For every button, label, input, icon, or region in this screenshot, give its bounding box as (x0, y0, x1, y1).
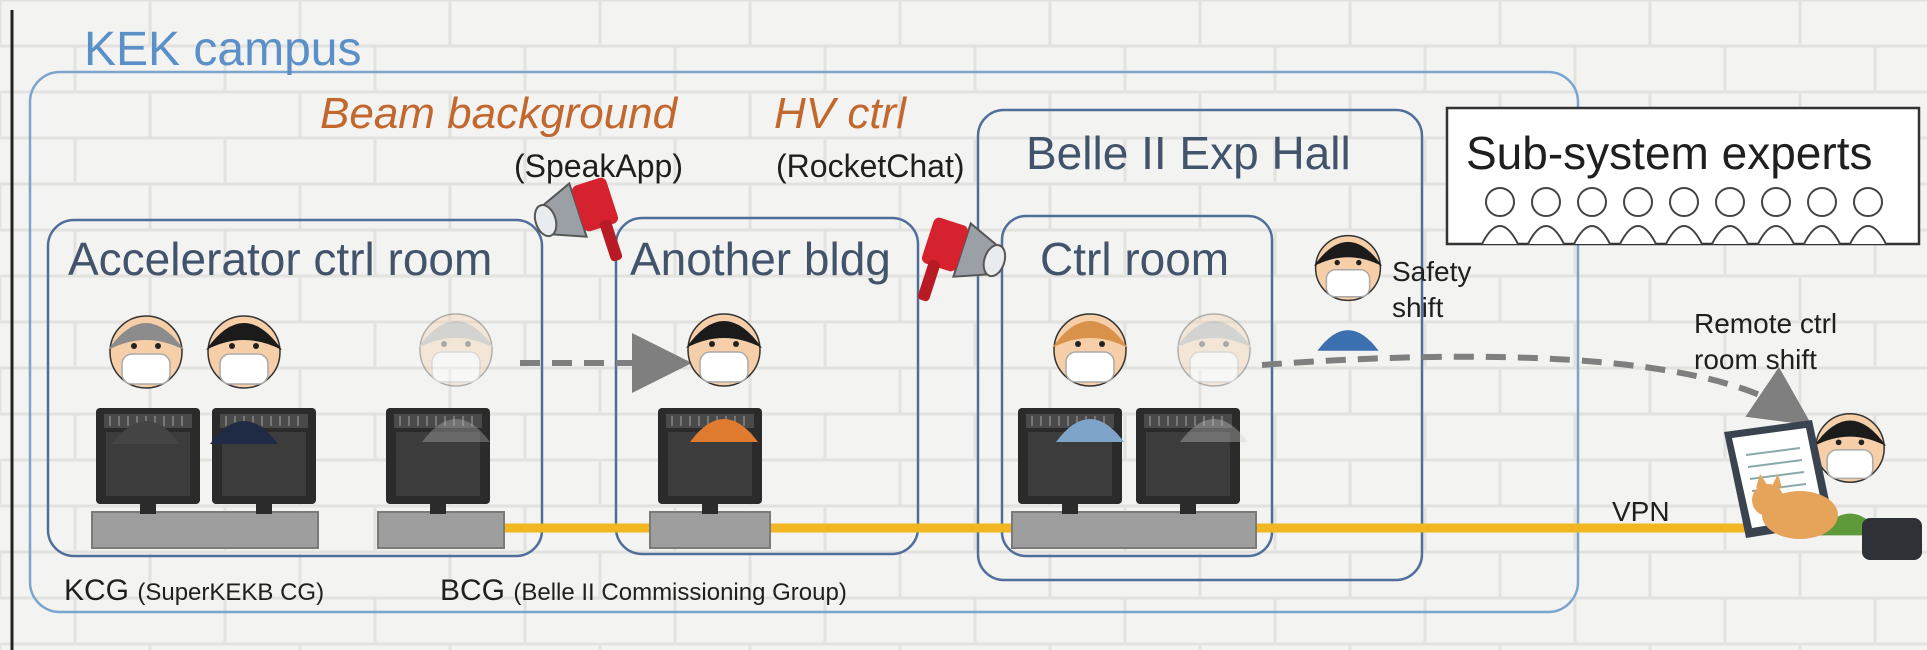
speaker-megaphone-icon (533, 177, 623, 262)
speakapp-label: (SpeakApp) (514, 148, 683, 184)
monitor-icon (212, 408, 316, 514)
expert-person-body (1481, 225, 1519, 245)
monitor-icon (386, 408, 490, 514)
expert-person-body (1573, 225, 1611, 245)
desk (1011, 511, 1257, 549)
expert-person-icon (1715, 187, 1745, 217)
expert-person-body (1619, 225, 1657, 245)
kcg-full: (SuperKEKB CG) (137, 579, 325, 606)
accelerator-room-label: Accelerator ctrl room (68, 233, 493, 285)
monitor-icon (1018, 408, 1122, 514)
remote-shift-label: Remote ctrl room shift (1694, 306, 1837, 378)
desk (649, 511, 771, 549)
dashed-arrow-to-remote (1261, 353, 1812, 426)
expert-person-body (1803, 225, 1841, 245)
person-icon (418, 313, 494, 442)
expert-person-icon (1485, 187, 1515, 217)
person-icon (686, 313, 762, 442)
person-icon (1313, 234, 1383, 351)
monitors (96, 408, 1240, 514)
person-icon (1052, 313, 1128, 442)
expert-person-body (1849, 225, 1887, 245)
rocketchat-label: (RocketChat) (776, 148, 965, 184)
another-bldg-box (614, 216, 920, 556)
kcg-abbr: KCG (64, 574, 130, 607)
experts-people (1481, 187, 1887, 245)
bcg-label: BCG (Belle II Commissioning Group) (440, 576, 847, 606)
desks (91, 511, 1257, 549)
expert-person-body (1527, 225, 1565, 245)
kcg-label: KCG (SuperKEKB CG) (64, 576, 324, 606)
vpn-label: VPN (1612, 496, 1670, 527)
bcg-abbr: BCG (440, 574, 506, 607)
experts-box (1445, 106, 1921, 246)
ctrl-room-label: Ctrl room (1040, 233, 1230, 285)
expert-person-body (1757, 225, 1795, 245)
remote-shift-line-2: room shift (1694, 344, 1817, 375)
exp-hall-box (976, 108, 1424, 582)
person-icon (1176, 313, 1252, 442)
desk (91, 511, 319, 549)
people (108, 234, 1887, 536)
desk (377, 511, 505, 549)
expert-person-icon (1623, 187, 1653, 217)
another-bldg-label: Another bldg (630, 233, 891, 285)
kek-campus-box (28, 70, 1580, 614)
bcg-full: (Belle II Commissioning Group) (513, 579, 847, 606)
safety-shift-line-1: Safety (1392, 256, 1472, 287)
accelerator-room-box (46, 218, 544, 558)
expert-person-icon (1853, 187, 1883, 217)
expert-person-body (1665, 225, 1703, 245)
monitor-icon (1136, 408, 1240, 514)
person-icon (108, 315, 184, 444)
expert-person-icon (1531, 187, 1561, 217)
expert-person-icon (1807, 187, 1837, 217)
campus-label: KEK campus (84, 23, 362, 76)
beam-background-topic: Beam background (320, 89, 678, 138)
expert-person-icon (1577, 187, 1607, 217)
exp-hall-label: Belle II Exp Hall (1026, 127, 1351, 179)
remote-shift-line-1: Remote ctrl (1694, 308, 1838, 339)
expert-person-body (1711, 225, 1749, 245)
cat-icon (1752, 474, 1838, 539)
person-icon (206, 315, 282, 444)
ctrl-room-box (1000, 214, 1274, 558)
expert-person-icon (1669, 187, 1699, 217)
speaker-megaphone-icon (917, 217, 1007, 302)
safety-shift-label: Safety shift (1392, 254, 1471, 326)
safety-shift-line-2: shift (1392, 292, 1444, 323)
expert-person-icon (1761, 187, 1791, 217)
hv-ctrl-topic: HV ctrl (774, 89, 906, 138)
remote-chair (1862, 518, 1922, 560)
experts-label: Sub-system experts (1466, 127, 1873, 179)
